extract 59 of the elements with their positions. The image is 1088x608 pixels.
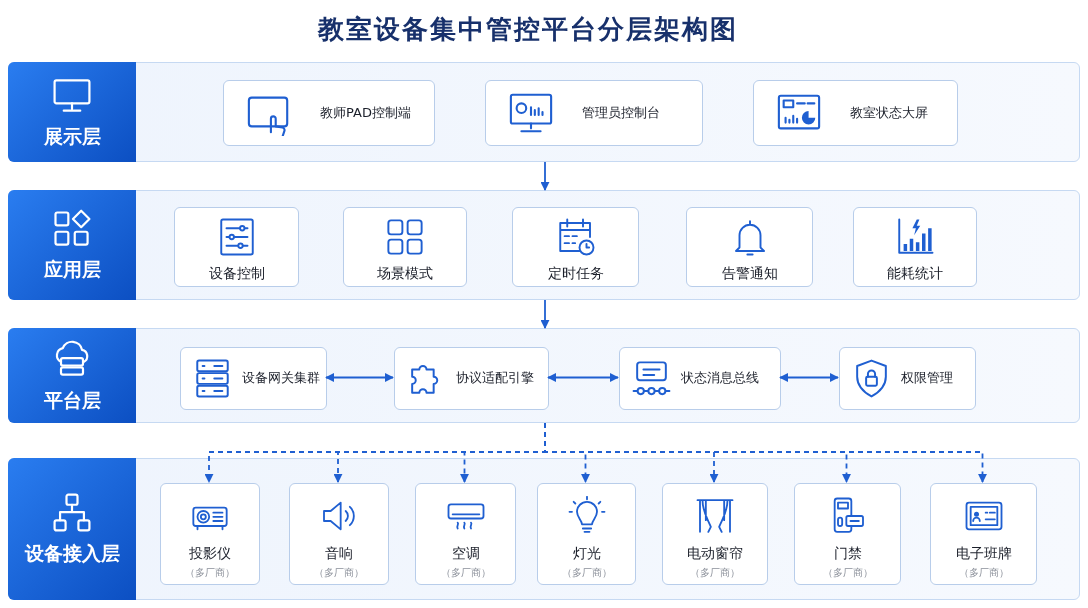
arrow bbox=[779, 373, 839, 382]
card-label: 教师PAD控制端 bbox=[320, 104, 411, 122]
component-card bbox=[485, 80, 703, 146]
card-label: 门禁 bbox=[832, 545, 863, 563]
vendor-note: （多厂商） bbox=[439, 566, 492, 580]
card-label: 权限管理 bbox=[901, 369, 953, 387]
component-card bbox=[512, 207, 639, 287]
card-label: 电动窗帘 bbox=[686, 545, 744, 563]
component-card bbox=[930, 483, 1037, 585]
component-card bbox=[174, 207, 299, 287]
component-card bbox=[619, 347, 781, 410]
component-card bbox=[839, 347, 976, 410]
component-card bbox=[160, 483, 260, 585]
card-label: 协议适配引擎 bbox=[456, 369, 534, 387]
card-label: 投影仪 bbox=[188, 545, 232, 563]
layer-band bbox=[8, 458, 1080, 600]
component-card bbox=[753, 80, 958, 146]
arrow bbox=[540, 161, 550, 191]
vendor-note: （多厂商） bbox=[560, 566, 613, 580]
card-label: 设备控制 bbox=[207, 265, 266, 283]
arrow bbox=[325, 373, 394, 382]
vendor-note: （多厂商） bbox=[313, 566, 365, 580]
card-label: 设备网关集群 bbox=[242, 369, 320, 387]
component-card bbox=[289, 483, 389, 585]
component-card bbox=[394, 347, 549, 410]
vendor-note: （多厂商） bbox=[957, 566, 1010, 580]
layer-band bbox=[8, 328, 1080, 423]
card-label: 管理员控制台 bbox=[582, 104, 660, 122]
layer-band bbox=[8, 62, 1080, 162]
component-card bbox=[343, 207, 467, 287]
vendor-note: （多厂商） bbox=[821, 566, 874, 580]
arrow bbox=[547, 373, 619, 382]
card-label: 教室状态大屏 bbox=[850, 104, 928, 122]
card-label: 告警通知 bbox=[720, 265, 779, 283]
component-card bbox=[662, 483, 768, 585]
layer-title: 展示层 bbox=[42, 124, 102, 149]
vendor-note: （多厂商） bbox=[689, 566, 741, 580]
component-card bbox=[794, 483, 901, 585]
layer-title: 应用层 bbox=[42, 257, 102, 282]
component-card bbox=[537, 483, 636, 585]
layer-title: 设备接入层 bbox=[23, 541, 121, 566]
card-label: 能耗统计 bbox=[886, 265, 944, 283]
vendor-note: （多厂商） bbox=[184, 566, 236, 580]
component-card bbox=[415, 483, 516, 585]
layer-band bbox=[8, 190, 1080, 300]
component-card bbox=[853, 207, 977, 287]
card-label: 电子班牌 bbox=[954, 545, 1013, 563]
card-label: 状态消息总线 bbox=[681, 369, 759, 387]
card-label: 灯光 bbox=[571, 545, 602, 563]
component-card bbox=[223, 80, 435, 146]
arrow bbox=[540, 299, 550, 329]
diagram-title: 教室设备集中管控平台分层架构图 bbox=[316, 13, 739, 46]
card-label: 音响 bbox=[324, 545, 354, 563]
component-card bbox=[180, 347, 327, 410]
card-label: 场景模式 bbox=[376, 265, 434, 283]
card-label: 定时任务 bbox=[546, 265, 605, 283]
card-label: 空调 bbox=[450, 545, 481, 563]
component-card bbox=[686, 207, 813, 287]
layer-title: 平台层 bbox=[42, 387, 102, 413]
